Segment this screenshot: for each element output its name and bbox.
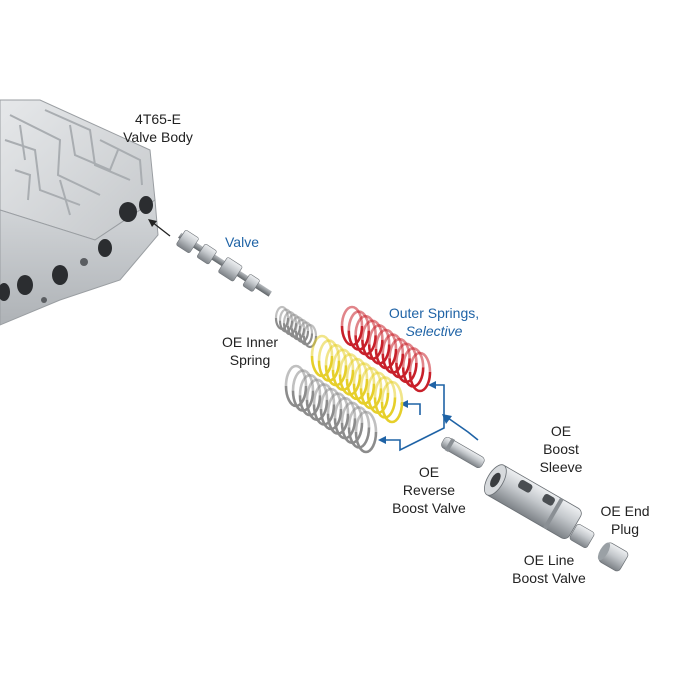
spring-coil-back [347, 406, 371, 428]
outer-spring-yellow [310, 334, 404, 424]
label-line-boost-valve-line1: OE Line [523, 552, 575, 568]
reverse-boost-valve [441, 436, 485, 469]
label-valve-body-line1: 4T65-E [135, 111, 181, 127]
spring-coil-front [380, 401, 404, 424]
label-reverse-boost-valve-line3: Boost Valve [392, 500, 466, 516]
label-inner-spring-line1: OE Inner [221, 334, 279, 350]
label-end-plug-line2: Plug [610, 521, 640, 537]
outer-spring-gray [284, 364, 378, 454]
label-end-plug: OE End Plug [592, 502, 658, 538]
spring-coil-back [380, 380, 404, 403]
label-valve-text: Valve [225, 234, 259, 250]
line-boost-valve [569, 524, 595, 548]
label-inner-spring: OE Inner Spring [208, 333, 292, 369]
spring-coil-back [373, 376, 397, 398]
label-line-boost-valve: OE Line Boost Valve [500, 551, 598, 587]
label-reverse-boost-valve-line2: Reverse [402, 482, 456, 498]
spring-coil-front [408, 371, 432, 393]
label-outer-springs: Outer Springs, Selective [374, 304, 494, 340]
label-boost-sleeve: OE Boost Sleeve [526, 422, 596, 476]
label-reverse-boost-valve-line1: OE [418, 464, 440, 480]
label-boost-sleeve-line2: Boost [543, 441, 579, 457]
label-valve: Valve [214, 233, 270, 251]
label-outer-springs-line2: Selective [405, 323, 463, 339]
valve-body-pointer [148, 219, 171, 237]
label-line-boost-valve-line2: Boost Valve [512, 570, 586, 586]
spring-coil-back [354, 410, 378, 433]
label-end-plug-line1: OE End [600, 503, 650, 519]
spring-coil-back [408, 351, 432, 373]
valve-body-casting [0, 99, 159, 326]
label-valve-body-line2: Valve Body [123, 129, 193, 145]
spring-coil-front [354, 431, 378, 454]
label-boost-sleeve-line3: Sleeve [539, 459, 583, 475]
boost-sleeve [483, 464, 582, 539]
spring-coil-back [302, 323, 318, 337]
label-valve-body: 4T65-E Valve Body [103, 110, 213, 146]
spring-coil-back [298, 321, 314, 334]
spring-selector-arrows [378, 381, 479, 452]
outer-spring-red [340, 305, 432, 393]
label-outer-springs-line1: Outer Springs, [388, 305, 480, 321]
spring-coil-back [401, 347, 425, 368]
label-inner-spring-line2: Spring [229, 352, 271, 368]
label-boost-sleeve-line1: OE [550, 423, 572, 439]
end-plug [597, 542, 629, 572]
label-reverse-boost-valve: OE Reverse Boost Valve [380, 463, 478, 517]
valve-spool [176, 230, 272, 297]
